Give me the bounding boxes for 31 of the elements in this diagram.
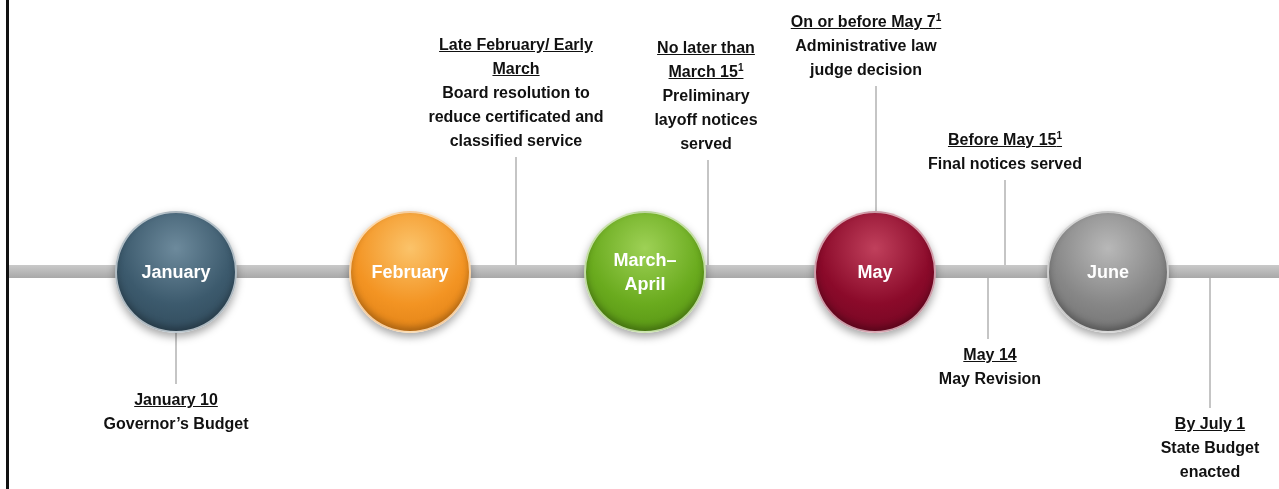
leader-line [515,156,517,266]
event-description: Preliminary layoff notices served [653,86,759,154]
date-heading: May 14 [962,345,1018,365]
event-description: Board resolution to reduce certificated and classified service [427,83,605,151]
date-heading: By July 1 [1173,414,1247,434]
month-circle [1047,211,1169,333]
month-label: May [857,261,893,284]
month-label: February [371,261,449,284]
month-circle [814,211,936,333]
month-label: June [1087,261,1129,284]
month-circle [349,211,471,333]
event-description: May Revision [937,369,1043,389]
leader-line [1004,179,1006,266]
month-label: January [141,261,211,284]
event-description: State Budget enacted [1159,438,1261,482]
date-heading: Before May 15$^{1}$ [946,128,1064,150]
leader-line [1209,277,1211,409]
date-heading: Late February/ Early March [438,35,594,79]
event-description: Final notices served [927,154,1083,174]
month-label: March– April [612,249,678,296]
date-heading: No later than March 15$^{1}$ [656,38,756,82]
leader-line [875,85,877,212]
month-circle [115,211,237,333]
event-description: Governor’s Budget [102,414,250,434]
leader-line [987,277,989,340]
leader-line [175,332,177,385]
leader-line [707,159,709,266]
date-heading: January 10 [133,390,219,410]
event-description: Administrative law judge decision [794,36,938,80]
date-heading: On or before May 7$^{1}$ [789,10,943,32]
month-circle [584,211,706,333]
